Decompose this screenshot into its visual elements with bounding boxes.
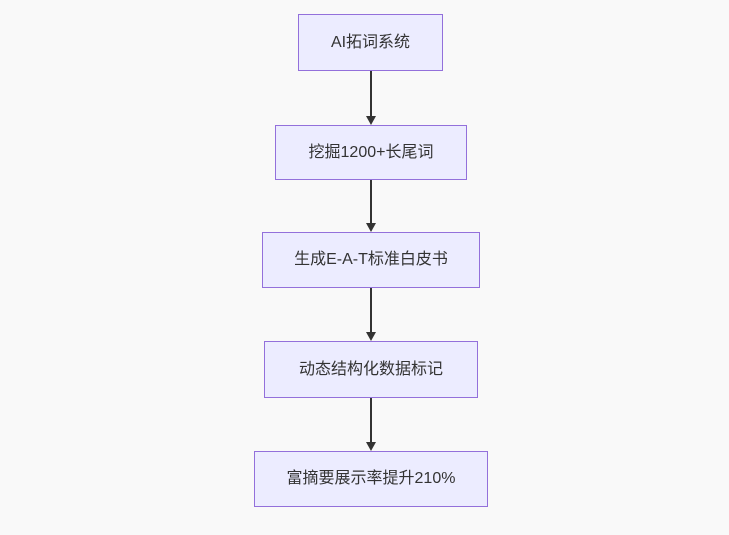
- arrow-line: [369, 71, 372, 116]
- arrowhead-down-icon: [365, 332, 376, 341]
- flow-node-eat-whitepaper: 生成E-A-T标准白皮书: [262, 232, 480, 288]
- flow-arrow: [365, 180, 376, 232]
- arrow-line: [369, 398, 372, 442]
- flow-arrow: [365, 288, 376, 341]
- arrowhead-down-icon: [365, 116, 376, 125]
- flow-arrow: [365, 71, 376, 125]
- flow-node-ai-word-system: AI拓词系统: [298, 14, 443, 71]
- flow-node-rich-snippet-rate: 富摘要展示率提升210%: [254, 451, 488, 507]
- arrow-line: [369, 288, 372, 332]
- flow-node-structured-data-markup: 动态结构化数据标记: [264, 341, 478, 398]
- flow-node-longtail-keywords: 挖掘1200+长尾词: [275, 125, 467, 180]
- flow-arrow: [365, 398, 376, 451]
- arrowhead-down-icon: [365, 442, 376, 451]
- arrowhead-down-icon: [365, 223, 376, 232]
- arrow-line: [369, 180, 372, 223]
